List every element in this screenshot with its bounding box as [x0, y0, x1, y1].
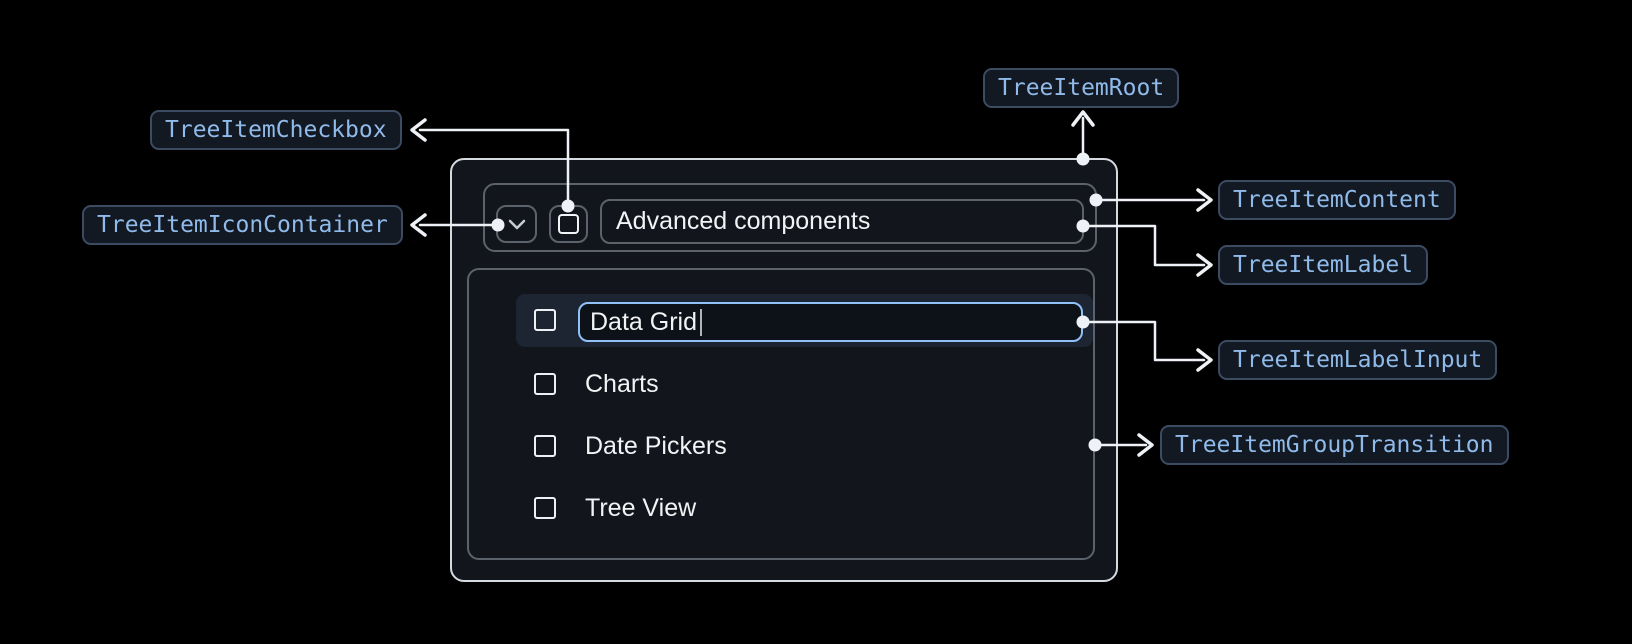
- tree-item-root: [450, 158, 1118, 582]
- checkbox-unchecked-icon: [558, 214, 579, 234]
- checkbox-unchecked-icon[interactable]: [534, 497, 556, 519]
- tree-item-tree-view[interactable]: Tree View: [534, 492, 696, 524]
- arrowhead-right-label: [1196, 253, 1213, 277]
- tree-item-checkbox[interactable]: [549, 205, 588, 243]
- tree-item-label-text: Tree View: [585, 493, 697, 522]
- anatomy-label-tree-item-checkbox: TreeItemCheckbox: [150, 110, 402, 150]
- arrowhead-right-content: [1196, 188, 1213, 212]
- tree-item-label[interactable]: Advanced components: [600, 199, 1084, 244]
- tree-item-label-input[interactable]: Data Grid: [578, 302, 1083, 342]
- tree-item-group-transition: [467, 268, 1095, 560]
- arrowhead-up-root: [1071, 110, 1095, 127]
- chevron-down-icon: [508, 219, 525, 229]
- checkbox-unchecked-icon[interactable]: [534, 435, 556, 457]
- anatomy-label-tree-item-icon-container: TreeItemIconContainer: [82, 205, 403, 245]
- anatomy-label-tree-item-group-transition: TreeItemGroupTransition: [1160, 425, 1509, 465]
- anatomy-label-tree-item-root: TreeItemRoot: [983, 68, 1180, 108]
- tree-item-data-grid-editing[interactable]: Data Grid: [516, 294, 1093, 347]
- tree-item-label-text: Date Pickers: [585, 431, 727, 460]
- arrowhead-left-checkbox: [410, 118, 427, 142]
- tree-item-label-text: Charts: [585, 369, 659, 398]
- checkbox-unchecked-icon[interactable]: [534, 373, 556, 395]
- text-caret-icon: [699, 308, 703, 336]
- arrowhead-right-group-transition: [1137, 433, 1154, 457]
- checkbox-unchecked-icon[interactable]: [534, 309, 556, 331]
- tree-item-charts[interactable]: Charts: [534, 368, 659, 400]
- anatomy-label-tree-item-label: TreeItemLabel: [1218, 245, 1429, 285]
- tree-item-content[interactable]: [483, 183, 1097, 252]
- anatomy-label-tree-item-label-input: TreeItemLabelInput: [1218, 340, 1498, 380]
- arrowhead-left-icon-container: [410, 213, 427, 237]
- anatomy-label-tree-item-content: TreeItemContent: [1218, 180, 1456, 220]
- tree-item-icon-container[interactable]: [496, 205, 537, 243]
- label-input-value: Data Grid: [590, 307, 697, 336]
- tree-item-label-text: Advanced components: [616, 207, 871, 235]
- arrowhead-right-label-input: [1196, 348, 1213, 372]
- tree-item-date-pickers[interactable]: Date Pickers: [534, 430, 727, 462]
